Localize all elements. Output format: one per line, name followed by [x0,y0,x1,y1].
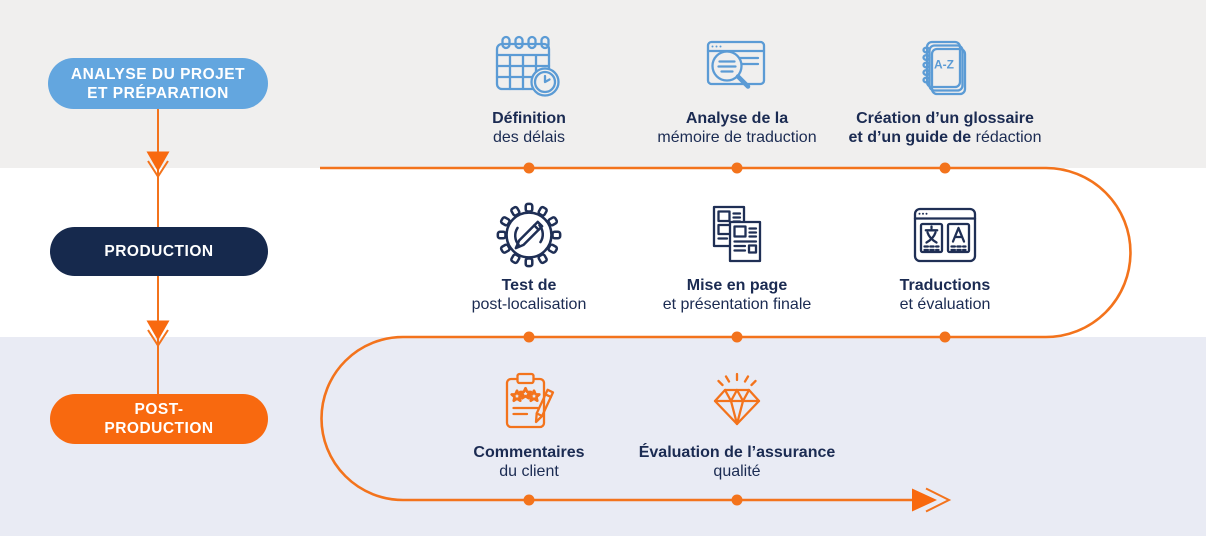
step-subtitle: du client [499,462,559,480]
calendar-clock-icon [495,35,560,97]
translation-window-icon [913,207,977,263]
step-title: Mise en page [686,277,788,294]
step-commentaires-client: Commentaires du client [409,366,649,481]
clipboard-rating-pen-icon [505,372,555,429]
phase-pill-post-production: POST- PRODUCTION [50,394,268,444]
phase-pill-analysis: ANALYSE DU PROJET ET PRÉPARATION [48,58,268,109]
step-title: Test de [501,277,557,294]
step-definition-delais: Définition des délais [409,32,649,147]
step-subtitle: mémoire de traduction [657,128,817,146]
phase-connector [146,109,170,395]
step-subtitle: et évaluation [899,295,991,313]
step-subtitle: post-localisation [471,295,587,313]
step-test-post-localisation: Test de post-localisation [409,199,649,314]
down-arrow-icon [146,320,170,341]
document-search-icon [706,40,766,89]
step-title: Commentaires [473,444,585,461]
gear-pencil-icon [496,202,562,268]
flow-end-arrow-icon [912,487,952,513]
step-title: Traductions [899,277,991,294]
diamond-quality-icon [713,372,761,426]
step-subtitle: des délais [492,128,566,146]
step-evaluation-assurance-qualite: Évaluation de l’assurance qualité [617,366,857,481]
phase-pill-production: PRODUCTION [50,227,268,276]
down-arrow-icon [146,151,170,172]
step-title: Création d’un glossaire [856,110,1034,127]
step-title: Analyse de la [685,110,789,127]
step-title: Évaluation de l’assurance [638,444,836,461]
flow-line [320,166,1132,502]
glossary-notebook-icon: A-Z [922,40,967,96]
step-subtitle: rédaction [975,128,1042,146]
page-layout-icon [712,205,762,263]
svg-text:A-Z: A-Z [934,58,954,72]
step-traductions-evaluation: Traductions et évaluation [825,199,1065,314]
step-mise-en-page: Mise en page et présentation finale [617,199,857,314]
step-title: Définition [492,110,566,127]
step-analyse-memoire: Analyse de la mémoire de traduction [617,32,857,147]
down-chevron-icon [147,329,169,348]
flow-node-dots [523,162,951,506]
step-creation-glossaire: A-Z Création d’un glossaire et d’un guid… [825,32,1065,147]
step-subtitle: qualité [713,462,761,480]
step-subtitle: et présentation finale [662,295,812,313]
down-chevron-icon [147,160,169,179]
